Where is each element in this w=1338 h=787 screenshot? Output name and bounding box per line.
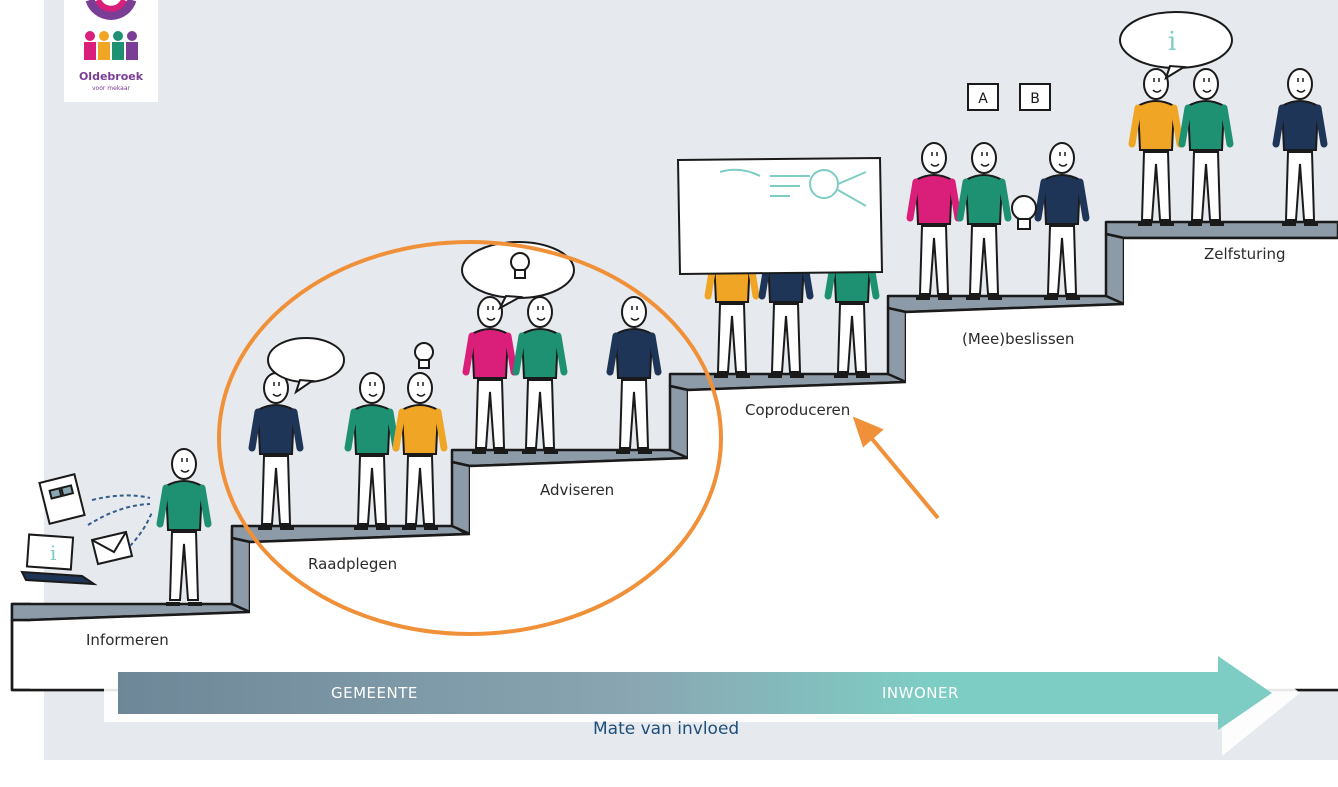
step-label-coproduceren: Coproduceren <box>745 401 851 419</box>
logo: Oldebroek voor mekaar <box>64 0 158 102</box>
info-icon-glyph: i <box>50 541 56 565</box>
vote-cards <box>967 83 1051 111</box>
highlight-ellipse <box>217 240 723 636</box>
arrow-label-gemeente: GEMEENTE <box>331 684 418 702</box>
info-icon-bubble: i <box>1168 27 1176 57</box>
person-figure <box>512 296 568 454</box>
highlight-arrow-head <box>852 416 884 448</box>
logo-name: Oldebroek <box>78 70 144 83</box>
arrow-label-inwoner: INWONER <box>882 684 959 702</box>
person-figure <box>1128 68 1184 226</box>
step-label-raadplegen: Raadplegen <box>308 555 398 573</box>
step-label-informeren: Informeren <box>86 631 169 649</box>
person-figure <box>1272 68 1328 226</box>
envelope-icon <box>90 530 134 566</box>
speech-bubble-zelfsturing <box>1119 11 1233 81</box>
person-figure <box>462 296 518 454</box>
information-media <box>20 473 153 586</box>
person-figure <box>248 372 304 530</box>
highlight-arrow-shaft <box>866 432 940 520</box>
vote-card-b-label: B <box>1030 91 1040 107</box>
lightbulb-icon <box>1011 195 1037 230</box>
lightbulb-icon <box>414 342 434 369</box>
person-figure <box>606 296 662 454</box>
person-figure <box>1178 68 1234 226</box>
lightbulb-icon <box>510 252 530 279</box>
vote-card-b <box>1019 83 1051 111</box>
step-label-meebeslissen: (Mee)beslissen <box>962 330 1075 348</box>
person-figure <box>956 142 1012 300</box>
logo-mark <box>84 0 138 60</box>
laptop-icon <box>20 533 98 586</box>
step-label-zelfsturing: Zelfsturing <box>1204 245 1286 263</box>
vote-card-a <box>967 83 999 111</box>
highlight-annotation <box>217 240 940 636</box>
speech-bubble-raadplegen <box>267 337 345 395</box>
newspaper-icon <box>38 473 86 525</box>
influence-caption: Mate van invloed <box>593 719 740 739</box>
logo-tagline: voor mekaar <box>92 85 130 92</box>
person-figure <box>1034 142 1090 300</box>
person-figure <box>906 142 962 300</box>
whiteboard <box>676 156 884 276</box>
step-label-adviseren: Adviseren <box>540 481 615 499</box>
person-figure <box>392 372 448 530</box>
person-figure <box>156 448 212 606</box>
vote-card-a-label: A <box>978 91 988 107</box>
person-figure <box>344 372 400 530</box>
influence-arrow <box>104 630 1300 756</box>
lightbulb-icons <box>414 195 1037 369</box>
logo-figures <box>84 31 138 60</box>
people-figures <box>156 68 1328 606</box>
